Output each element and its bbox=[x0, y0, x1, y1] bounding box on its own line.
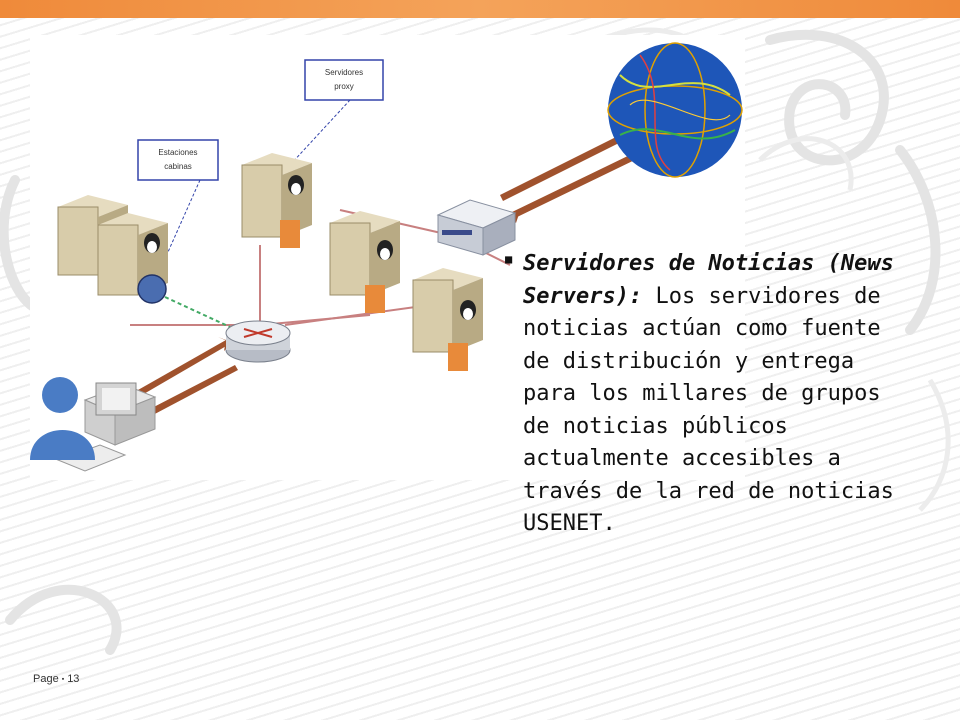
dashed-link bbox=[164, 296, 231, 328]
bullet-text: Servidores de Noticias (News Servers): L… bbox=[523, 248, 905, 541]
page-label: Page bbox=[33, 673, 59, 685]
router-icon bbox=[225, 320, 291, 363]
bullet-body: Los servidores de noticias actúan como f… bbox=[523, 283, 894, 537]
user-icon bbox=[30, 377, 95, 460]
web-globe-icon bbox=[137, 274, 167, 304]
svg-text:cabinas: cabinas bbox=[164, 162, 192, 171]
svg-text:Estaciones: Estaciones bbox=[158, 148, 197, 157]
top-accent-bar bbox=[0, 0, 960, 18]
workstation-icon bbox=[56, 382, 157, 472]
page-separator: ▪ bbox=[61, 675, 65, 683]
svg-text:Servidores: Servidores bbox=[325, 68, 363, 77]
footer: Page▪13 bbox=[33, 673, 79, 685]
internet-globe-icon bbox=[607, 42, 743, 178]
svg-text:proxy: proxy bbox=[334, 82, 354, 91]
callout-proxy: Servidores proxy bbox=[304, 59, 384, 101]
server-icons bbox=[57, 153, 483, 371]
gateway-device-icon bbox=[436, 199, 517, 256]
bullet-term: Servidores de Noticias (News Servers): bbox=[523, 251, 894, 309]
callout-stations: Estaciones cabinas bbox=[137, 139, 219, 181]
bullet-item: ■ Servidores de Noticias (News Servers):… bbox=[505, 248, 905, 541]
page-number: 13 bbox=[67, 673, 80, 685]
network-diagram: Servidores proxy Estaciones cabinas bbox=[30, 35, 745, 480]
callout-line-2 bbox=[289, 99, 351, 166]
bullet-marker: ■ bbox=[505, 252, 513, 266]
